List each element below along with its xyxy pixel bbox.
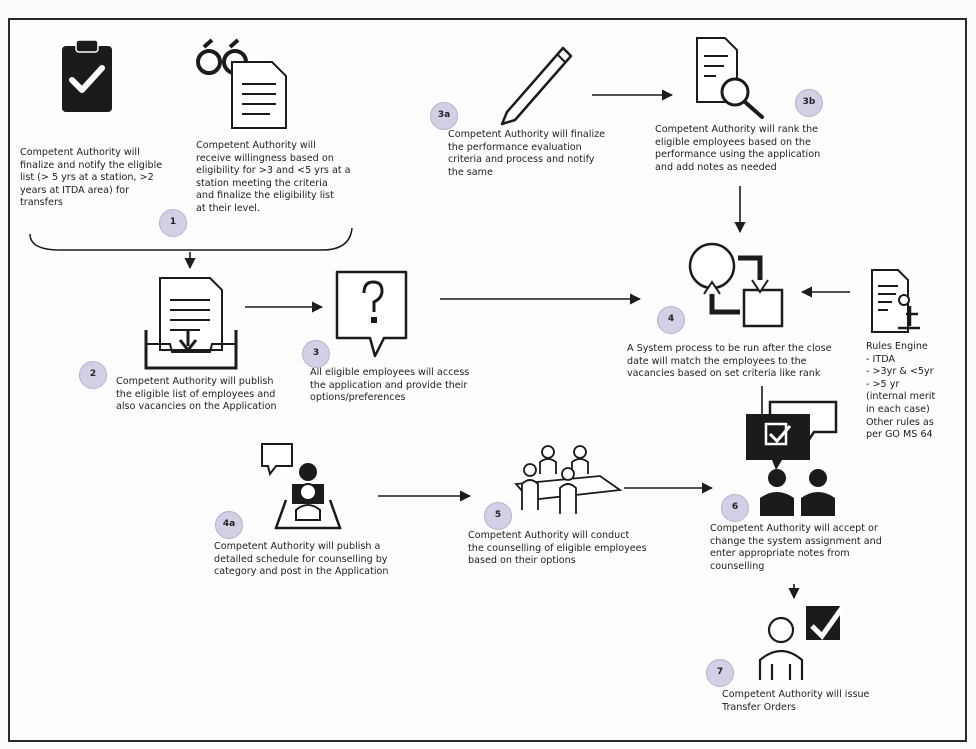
clipboard-check-icon [62, 39, 112, 112]
step-3b-text: Competent Authority will rank the eligib… [655, 124, 821, 173]
meeting-icon [514, 445, 623, 514]
step-3b-badge: 3b [795, 89, 823, 117]
document-icon [231, 61, 287, 129]
inbox-download-icon [144, 277, 238, 370]
step-3a-text: Competent Authority will finalize the pe… [448, 129, 606, 178]
step-3a-badge: 3a [430, 102, 458, 130]
step-6-text: Competent Authority will accept or chang… [710, 523, 882, 572]
question-bubble-icon [335, 270, 408, 358]
approval-person-icon [758, 606, 845, 680]
step-3-badge: 3 [302, 340, 330, 368]
step-2-text: Competent Authority will publish the eli… [116, 376, 277, 413]
chat-people-icon [746, 400, 838, 516]
grouping-bracket [29, 227, 353, 251]
pencil-icon [500, 46, 573, 126]
step-3-text: All eligible employees will access the a… [310, 367, 470, 404]
step-5-text: Competent Authority will conduct the cou… [468, 530, 647, 567]
step-5-badge: 5 [484, 502, 512, 530]
step-7-text: Competent Authority will issue Transfer … [722, 689, 870, 713]
rules-engine-text: Rules Engine - ITDA - >3yr & <5yr - >5 y… [866, 341, 936, 441]
step-1a-text: Competent Authority will finalize and no… [20, 147, 163, 209]
step-7-badge: 7 [706, 659, 734, 687]
step-4-badge: 4 [657, 306, 685, 334]
step-4-text: A System process to be run after the clo… [627, 343, 832, 380]
step-6-badge: 6 [721, 494, 749, 522]
document-search-icon [696, 37, 764, 119]
presenter-icon [261, 443, 342, 530]
step-1b-text: Competent Authority will receive willing… [196, 140, 351, 214]
step-4a-badge: 4a [215, 511, 243, 539]
step-4a-text: Competent Authority will publish a detai… [214, 541, 389, 578]
process-cycle-icon [688, 242, 784, 328]
step-1-badge: 1 [159, 209, 187, 237]
rules-engine-icon [871, 269, 920, 333]
step-2-badge: 2 [79, 361, 107, 389]
